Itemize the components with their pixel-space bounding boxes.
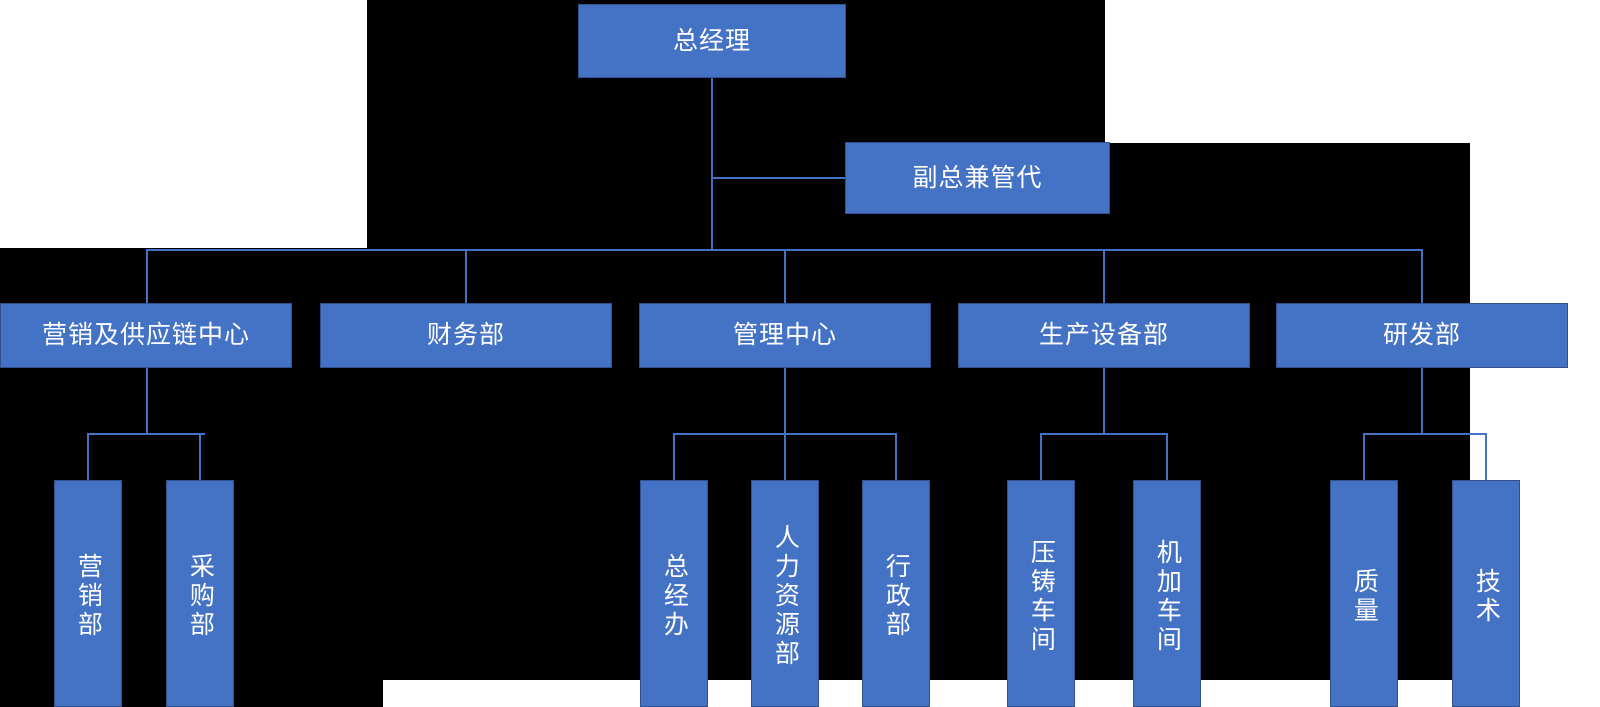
node-deputy-gm-management-rep[interactable]: 副总兼管代 bbox=[845, 142, 1110, 214]
node-subunit-gm-office[interactable]: 总经办 bbox=[640, 480, 708, 707]
connector-gm-down bbox=[711, 78, 713, 178]
node-department-management-center[interactable]: 管理中心 bbox=[639, 303, 931, 368]
connector-management-stem bbox=[784, 368, 786, 434]
connector-marketing-child-2 bbox=[199, 433, 201, 480]
connector-management-child-3 bbox=[895, 433, 897, 480]
node-subunit-marketing[interactable]: 营销部 bbox=[54, 480, 122, 707]
connector-drop-marketing-supply bbox=[146, 249, 148, 303]
node-subunit-technology[interactable]: 技术 bbox=[1452, 480, 1520, 707]
connector-marketing-child-1 bbox=[87, 433, 89, 480]
connector-management-child-1 bbox=[673, 433, 675, 480]
connector-gm-to-bus bbox=[711, 178, 713, 250]
node-subunit-procurement[interactable]: 采购部 bbox=[166, 480, 234, 707]
node-department-production-equipment[interactable]: 生产设备部 bbox=[958, 303, 1250, 368]
node-department-research-development[interactable]: 研发部 bbox=[1276, 303, 1568, 368]
connector-production-child-2 bbox=[1166, 433, 1168, 480]
node-subunit-machining-workshop[interactable]: 机加车间 bbox=[1133, 480, 1201, 707]
connector-drop-management bbox=[784, 249, 786, 303]
node-subunit-die-casting-workshop[interactable]: 压铸车间 bbox=[1007, 480, 1075, 707]
connector-marketing-bar bbox=[87, 433, 205, 435]
connector-production-bar bbox=[1040, 433, 1167, 435]
node-subunit-quality[interactable]: 质量 bbox=[1330, 480, 1398, 707]
node-subunit-human-resources[interactable]: 人力资源部 bbox=[751, 480, 819, 707]
connector-drop-production bbox=[1103, 249, 1105, 303]
connector-drop-rd bbox=[1421, 249, 1423, 303]
connector-drop-finance bbox=[465, 249, 467, 303]
node-department-marketing-supply-chain-center[interactable]: 营销及供应链中心 bbox=[0, 303, 292, 368]
connector-production-child-1 bbox=[1040, 433, 1042, 480]
node-general-manager[interactable]: 总经理 bbox=[578, 4, 846, 78]
connector-marketing-stem bbox=[146, 368, 148, 434]
connector-rd-child-2 bbox=[1485, 433, 1487, 480]
connector-management-child-2 bbox=[784, 433, 786, 480]
connector-gm-to-deputy bbox=[711, 177, 845, 179]
connector-production-stem bbox=[1103, 368, 1105, 434]
connector-rd-bar bbox=[1363, 433, 1486, 435]
connector-rd-stem bbox=[1421, 368, 1423, 434]
node-department-finance[interactable]: 财务部 bbox=[320, 303, 612, 368]
connector-rd-child-1 bbox=[1363, 433, 1365, 480]
node-subunit-administration[interactable]: 行政部 bbox=[862, 480, 930, 707]
